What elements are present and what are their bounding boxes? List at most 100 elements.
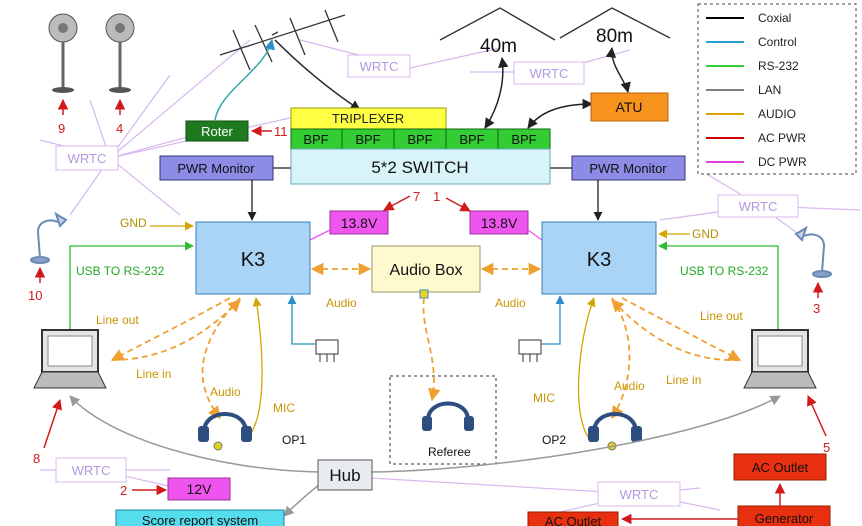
svg-text:Audio Box: Audio Box	[390, 262, 463, 279]
svg-text:WRTC: WRTC	[360, 59, 399, 74]
svg-text:PWR Monitor: PWR Monitor	[177, 161, 255, 176]
line-in-right	[611, 299, 741, 361]
fan-left-icon	[48, 13, 78, 93]
laptop-right-arrow	[807, 395, 827, 437]
k3-left: K3	[195, 221, 311, 295]
fan-right-icon	[105, 13, 135, 93]
svg-text:12V: 12V	[187, 481, 213, 497]
line-in-right-label: Line in	[666, 373, 701, 387]
psu-right-to-k3	[527, 229, 543, 241]
gnd-right-label: GND	[692, 227, 719, 241]
wrtc-label-2: WRTC	[513, 61, 585, 85]
referee-label: Referee	[428, 445, 471, 459]
triplexer-box: TRIPLEXER	[290, 107, 447, 130]
op2-mic-label: MIC	[533, 391, 555, 405]
laptop-left-arrow	[43, 399, 62, 449]
wrtc-label-1: WRTC	[347, 54, 411, 78]
svg-text:5*2 SWITCH: 5*2 SWITCH	[371, 158, 468, 177]
svg-text:AC Outlet: AC Outlet	[752, 460, 809, 475]
svg-text:WRTC: WRTC	[72, 463, 111, 478]
lan-right	[371, 395, 781, 473]
band-80m-label: 80m	[596, 26, 633, 47]
svg-text:BPF: BPF	[355, 132, 380, 147]
op1-label: OP1	[282, 433, 306, 447]
svg-text:Hub: Hub	[329, 466, 360, 485]
svg-text:BPF: BPF	[407, 132, 432, 147]
score-report-system: Score report system	[115, 509, 285, 526]
svg-text:WRTC: WRTC	[620, 487, 659, 502]
legend-label-control: Control	[758, 35, 797, 49]
pwr-monitor-right: PWR Monitor	[571, 155, 686, 181]
k3-right: K3	[541, 221, 657, 295]
svg-text:AC Outlet: AC Outlet	[545, 514, 602, 526]
line-out-right-label: Line out	[700, 309, 743, 323]
roter-control-line	[214, 38, 275, 121]
legend-label-dc-pwr: DC PWR	[758, 155, 807, 169]
laptop-left-number: 8	[33, 451, 40, 466]
key-right-line	[541, 295, 565, 345]
svg-text:BPF: BPF	[511, 132, 536, 147]
legend-label-rs232: RS-232	[758, 59, 799, 73]
lan-score	[283, 483, 321, 517]
hub-box: Hub	[317, 459, 373, 491]
legend: Coxial Control RS-232 LAN AUDIO AC PWR D…	[697, 3, 857, 175]
roter-box: Roter	[185, 120, 249, 142]
legend-label-audio: AUDIO	[758, 107, 796, 121]
line-in-left-label: Line in	[136, 367, 171, 381]
line-out-left	[110, 297, 231, 361]
fan-right-number: 4	[116, 121, 123, 136]
op2-label: OP2	[542, 433, 566, 447]
audio-left-label: Audio	[326, 296, 357, 310]
usb-right-line	[658, 241, 779, 330]
referee-frame	[389, 375, 497, 465]
feed-80m	[605, 46, 631, 94]
psu-left-to-k3	[309, 229, 331, 241]
legend-label-ac-pwr: AC PWR	[758, 131, 806, 145]
roter-number: 11	[274, 124, 288, 139]
psu-12v: 12V	[167, 477, 231, 501]
lamp-right-icon	[794, 225, 832, 278]
bpf-row: BPF BPF BPF BPF BPF	[290, 128, 551, 150]
line-out-right	[621, 297, 742, 361]
laptop-right-number: 5	[823, 440, 830, 455]
svg-text:Roter: Roter	[201, 124, 233, 139]
psu-left: 13.8V	[329, 210, 389, 235]
psu-left-number: 7	[413, 189, 420, 204]
band-40m-label: 40m	[480, 36, 517, 57]
atu-to-bpf	[527, 98, 594, 129]
gnd-left-label: GND	[120, 216, 147, 230]
yagi-feed	[274, 39, 361, 111]
op1-audio-line	[201, 297, 241, 419]
key-left-line	[287, 295, 316, 345]
svg-text:WRTC: WRTC	[68, 151, 107, 166]
audio-right-label: Audio	[495, 296, 526, 310]
laptop-right-icon	[743, 329, 817, 389]
key-left-icon	[315, 339, 339, 362]
legend-label-coxial: Coxial	[758, 11, 791, 25]
usb-left-line	[69, 241, 194, 330]
feed-40m	[484, 56, 509, 129]
svg-text:WRTC: WRTC	[739, 199, 778, 214]
atu-box: ATU	[590, 92, 669, 122]
svg-text:ATU: ATU	[616, 99, 643, 115]
ac-outlet-right: AC Outlet	[733, 453, 827, 481]
wrtc-label-6: WRTC	[597, 481, 681, 507]
svg-text:BPF: BPF	[459, 132, 484, 147]
op1-mic-line	[243, 297, 263, 443]
svg-text:13.8V: 13.8V	[341, 215, 378, 231]
lan-left	[69, 395, 319, 473]
lamp-right-number: 3	[813, 301, 820, 316]
yagi-antenna	[219, 9, 346, 71]
psu-left-arrow	[383, 195, 411, 211]
key-right-icon	[518, 339, 542, 362]
fan-left-number: 9	[58, 121, 65, 136]
wrtc-label-4: WRTC	[717, 194, 799, 218]
svg-text:K3: K3	[241, 249, 265, 271]
dipole-80m	[559, 7, 671, 39]
op1-mic-label: MIC	[273, 401, 295, 415]
audio-box-jack	[419, 289, 429, 299]
lamp-left-number: 10	[28, 288, 42, 303]
psu-right-number: 1	[433, 189, 440, 204]
psu-right: 13.8V	[469, 210, 529, 235]
